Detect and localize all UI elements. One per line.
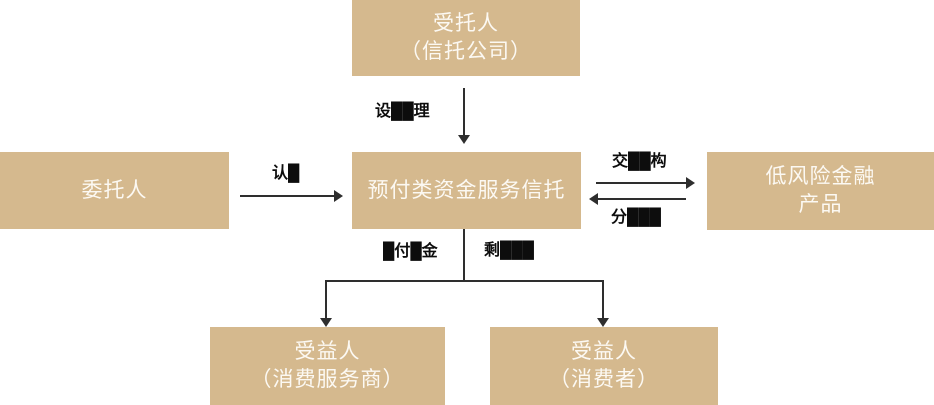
node-trustee-line1: 受托人 (433, 12, 499, 35)
edge-product-to-trust-line (598, 198, 686, 200)
node-trustee: 受托人 （信托公司） (352, 0, 580, 76)
arrowhead-down-icon (597, 318, 609, 327)
edge-to-consumer-drop-line (602, 280, 604, 320)
node-trustee-line2: （信托公司） (400, 40, 532, 63)
node-beneficiary-provider: 受益人 （消费服务商） (210, 327, 445, 405)
arrowhead-down-icon (320, 318, 332, 327)
edge-label-settlor-to-trust: 认█ (272, 165, 300, 182)
edge-beneficiaries-branch-line (325, 280, 604, 282)
node-product-line2: 产品 (798, 193, 843, 216)
node-beneficiary-provider-line2: （消费服务商） (250, 368, 405, 391)
node-beneficiary-consumer-line1: 受益人 (571, 340, 637, 363)
node-beneficiary-consumer-line2: （消费者） (549, 368, 659, 391)
edge-label-trust-to-consumer: 剩███ (484, 242, 535, 259)
arrowhead-right-icon (334, 190, 343, 202)
node-settlor: 委托人 (0, 152, 229, 229)
arrowhead-down-icon (458, 135, 470, 144)
arrowhead-right-icon (686, 177, 695, 189)
node-trust-line1: 预付类资金服务信托 (367, 178, 566, 202)
edge-trust-to-product-line (596, 182, 686, 184)
node-product: 低风险金融 产品 (707, 152, 934, 230)
edge-label-trust-to-provider: █付█金 (383, 243, 438, 260)
edge-settlor-to-trust-line (240, 195, 335, 197)
node-settlor-line1: 委托人 (81, 178, 148, 202)
edge-trustee-to-trust-line (463, 88, 465, 136)
node-beneficiary-provider-line1: 受益人 (294, 340, 361, 363)
edge-label-trust-to-product: 交██构 (612, 153, 667, 170)
node-beneficiary-consumer: 受益人 （消费者） (490, 327, 718, 405)
edge-to-provider-drop-line (325, 280, 327, 320)
edge-trust-to-beneficiaries-stem (463, 229, 465, 281)
arrowhead-left-icon (589, 193, 598, 205)
edge-label-trustee-to-trust: 设██理 (375, 103, 430, 120)
edge-label-product-to-trust: 分███ (611, 209, 662, 226)
node-product-line1: 低风险金融 (765, 165, 876, 188)
node-trust: 预付类资金服务信托 (352, 152, 581, 229)
